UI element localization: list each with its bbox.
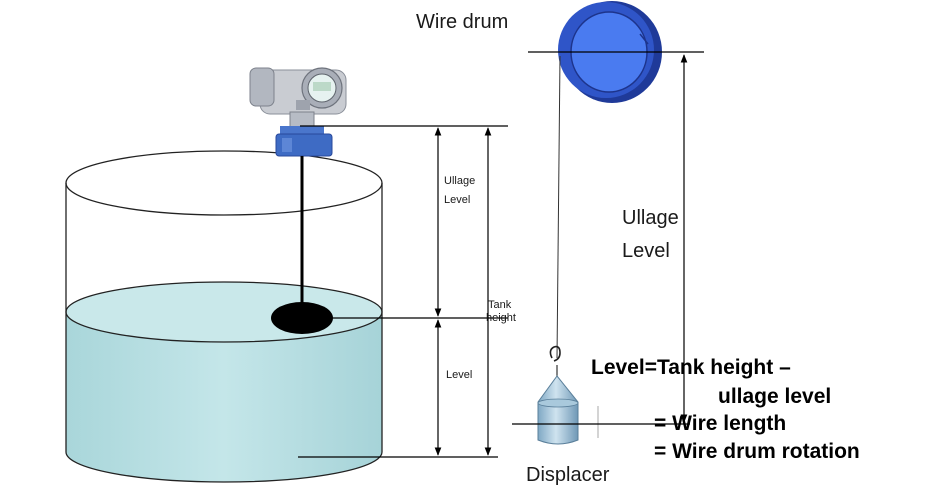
ullage-label-small: Ullage (444, 175, 475, 187)
ullage-level-label-small: Level (444, 194, 470, 206)
tank (65, 150, 383, 483)
level-transmitter (249, 67, 347, 157)
wire-drum (528, 1, 704, 103)
drum-wire (556, 55, 561, 359)
ullage-label-big: Ullage (622, 207, 679, 229)
level-label-small: Level (446, 369, 472, 381)
float (271, 302, 333, 334)
formula-line-1: Level=Tank height – (591, 356, 791, 379)
formula-block: Level=Tank height – ullage level = Wire … (591, 356, 860, 463)
ullage-level-label-big: Level (622, 240, 670, 262)
displacer-label: Displacer (526, 464, 610, 485)
tank-label: Tank (488, 299, 512, 311)
formula-line-3: = Wire length (654, 412, 786, 435)
tank-bottom (65, 451, 383, 483)
tank-top-rim (65, 150, 383, 216)
liquid-surface (65, 281, 383, 343)
displacer (537, 345, 599, 445)
formula-line-2: ullage level (718, 385, 831, 408)
wire-drum-label: Wire drum (416, 11, 508, 33)
tank-dimensions (298, 125, 508, 458)
height-label: height (486, 312, 516, 324)
liquid-body (66, 310, 382, 482)
formula-line-4: = Wire drum rotation (654, 440, 860, 463)
